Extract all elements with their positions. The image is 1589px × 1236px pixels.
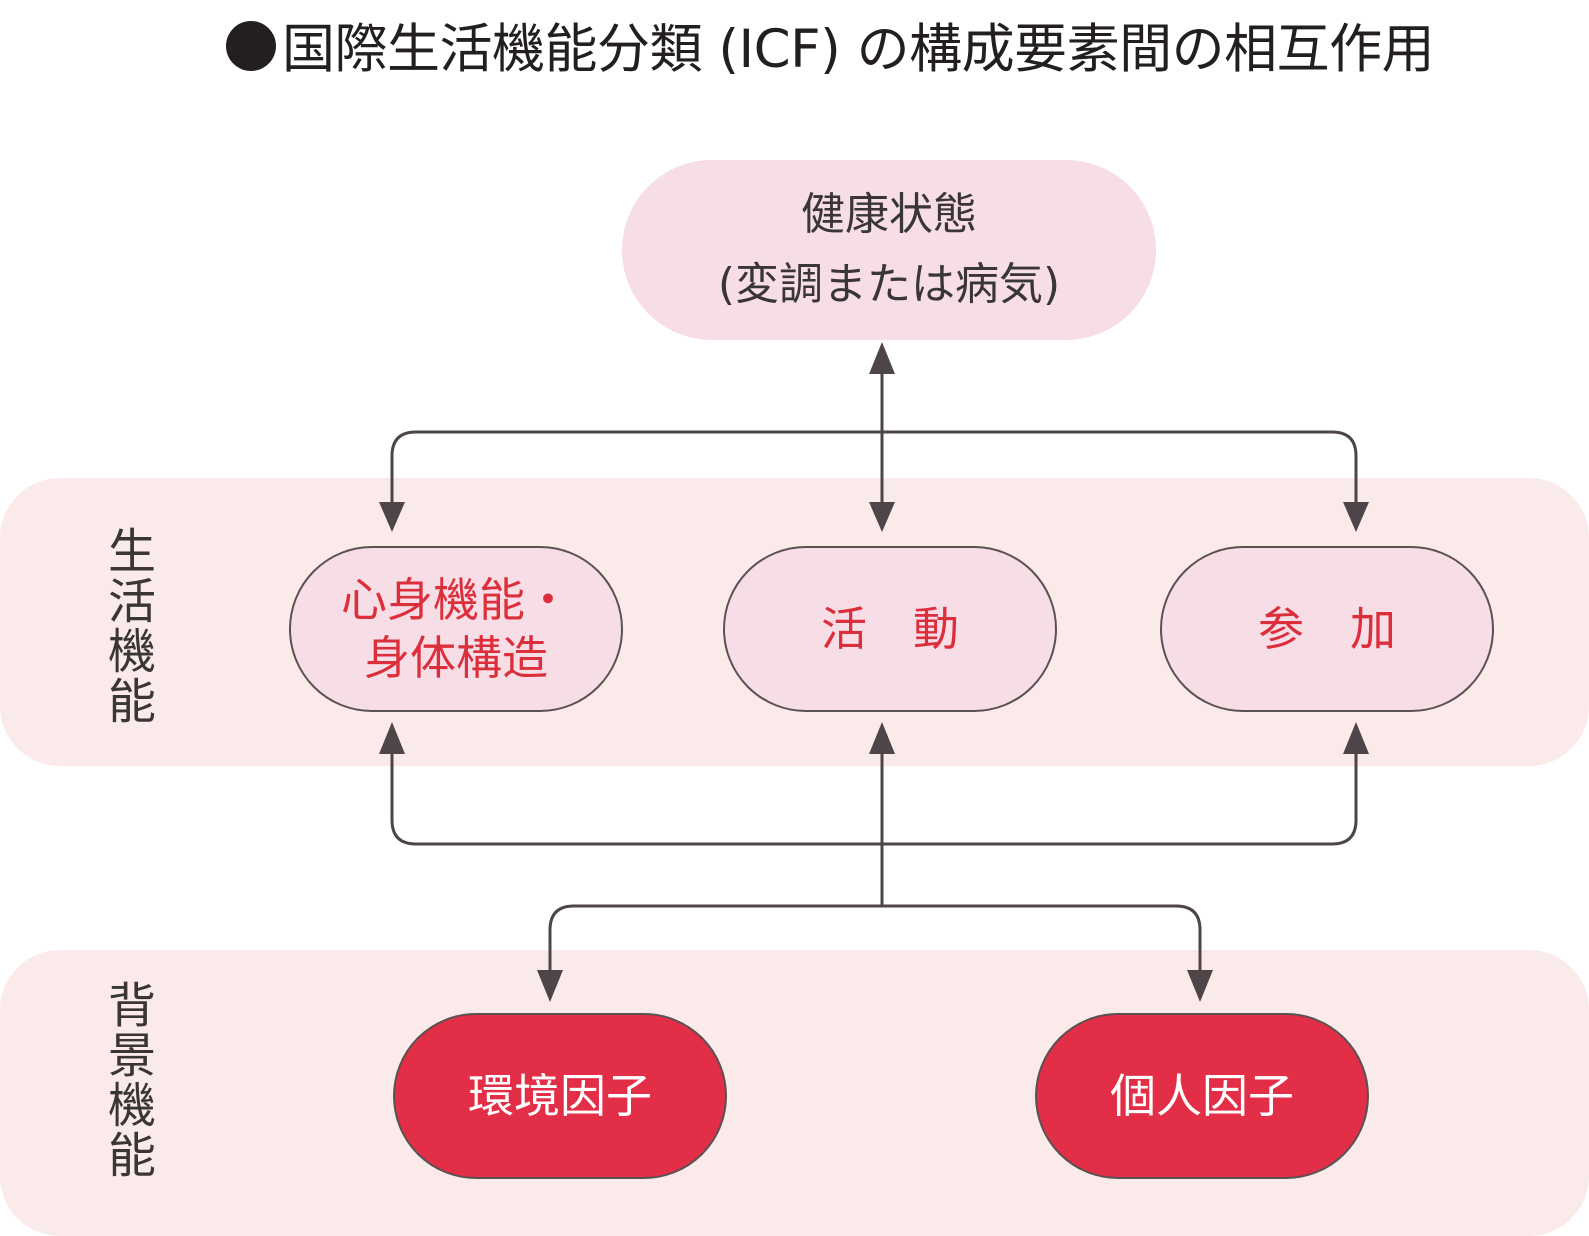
arrowhead-up-participation	[1343, 722, 1369, 754]
arrowhead-down-activity	[869, 502, 895, 532]
body-functions-node: 心身機能・ 身体構造	[289, 546, 623, 712]
arrow-lower-distributor	[390, 752, 1358, 846]
arrow-top-distributor	[390, 430, 1358, 502]
body-line1: 心身機能・	[341, 573, 571, 627]
arrowhead-down-personal	[1187, 970, 1213, 1002]
arrowhead-up-activity	[869, 722, 895, 754]
environment-label: 環境因子	[468, 1069, 652, 1123]
diagram-title: 国際生活機能分類 (ICF) の構成要素間の相互作用	[226, 14, 1435, 86]
health-line1: 健康状態	[801, 189, 977, 240]
activity-node: 活 動	[723, 546, 1057, 712]
arrowhead-up-body	[379, 722, 405, 754]
participation-label: 参 加	[1258, 602, 1396, 656]
personal-label: 個人因子	[1110, 1069, 1294, 1123]
health-condition-node: 健康状態 (変調または病気)	[622, 160, 1156, 340]
body-line2: 身体構造	[364, 631, 548, 685]
personal-factors-node: 個人因子	[1035, 1013, 1369, 1179]
arrow-bottom-distributor	[548, 904, 1202, 972]
bullet-icon	[226, 21, 276, 71]
participation-node: 参 加	[1160, 546, 1494, 712]
health-line2: (変調または病気)	[717, 259, 1061, 310]
arrowhead-down-body	[379, 502, 405, 532]
arrowhead-up-health	[869, 342, 895, 374]
activity-label: 活 動	[821, 602, 959, 656]
environmental-factors-node: 環境因子	[393, 1013, 727, 1179]
title-text: 国際生活機能分類 (ICF) の構成要素間の相互作用	[282, 19, 1435, 80]
background-label: 背景機能	[99, 980, 155, 1180]
arrowhead-down-participation	[1343, 502, 1369, 532]
arrowhead-down-environment	[537, 970, 563, 1002]
life-functioning-label: 生活機能	[99, 526, 155, 726]
